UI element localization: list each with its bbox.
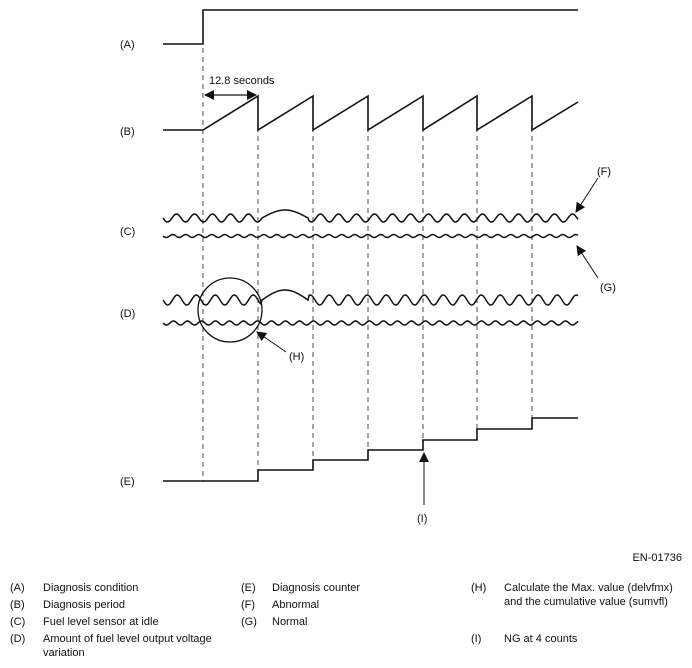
timing-gridlines: [202, 48, 533, 481]
timing-diagram: (A) (B) (C) (D) (E) 12.8 seconds (F) (G)…: [120, 9, 616, 525]
diagnosis-condition-waveform: [163, 9, 578, 45]
legend-item-i: (I) NG at 4 counts: [471, 632, 686, 646]
abnormal-waveform-d: [162, 289, 579, 306]
callout-g: (G): [600, 282, 616, 294]
legend-text: Diagnosis counter: [272, 582, 361, 594]
callout-i: (I): [417, 513, 427, 525]
signal-label-c: (C): [120, 226, 135, 238]
signal-label-e: (E): [120, 476, 135, 488]
legend-code: (D): [10, 633, 26, 645]
legend-item-g: (G) Normal: [241, 615, 421, 629]
legend-item-c: (C) Fuel level sensor at idle: [10, 615, 210, 629]
legend-text: Normal: [272, 616, 308, 628]
legend-code: (C): [10, 616, 26, 628]
abnormal-waveform-c: [162, 209, 579, 223]
legend-text: Diagnosis period: [43, 599, 125, 611]
signal-label-a: (A): [120, 39, 135, 51]
normal-callout-arrow: [576, 245, 599, 279]
period-annotation: 12.8 seconds: [209, 75, 275, 87]
diagnosis-counter-waveform: [163, 417, 578, 482]
normal-waveform-d: [162, 320, 579, 326]
legend-code: (E): [241, 582, 256, 594]
figure-id: EN-01736: [632, 552, 682, 564]
legend-text: Calculate the Max. value (delvfmx) and t…: [504, 582, 673, 608]
legend-code: (I): [471, 633, 482, 645]
legend-code: (F): [241, 599, 256, 611]
callout-f: (F): [597, 166, 611, 178]
signal-label-d: (D): [120, 308, 135, 320]
legend-item-f: (F) Abnormal: [241, 598, 421, 612]
legend-code: (A): [10, 582, 25, 594]
legend-text: Abnormal: [272, 599, 320, 611]
legend-item-h: (H) Calculate the Max. value (delvfmx) a…: [471, 581, 686, 627]
abnormal-callout-arrow: [575, 177, 599, 213]
legend-item-e: (E) Diagnosis counter: [241, 581, 421, 595]
legend-text: Diagnosis condition: [43, 582, 139, 594]
normal-waveform-c: [162, 233, 579, 239]
legend-code: (H): [471, 582, 487, 594]
signal-label-b: (B): [120, 126, 135, 138]
diagnosis-period-waveform: [163, 94, 579, 132]
legend-item-d: (D) Amount of fuel level output voltage …: [10, 632, 220, 662]
legend-text: Fuel level sensor at idle: [43, 616, 159, 628]
legend-item-b: (B) Diagnosis period: [10, 598, 190, 612]
legend-code: (B): [10, 599, 25, 611]
legend-text: Amount of fuel level output voltage vari…: [43, 633, 212, 659]
callout-h: (H): [289, 351, 304, 363]
legend-code: (G): [241, 616, 257, 628]
calculation-circle: [197, 277, 263, 343]
legend-item-a: (A) Diagnosis condition: [10, 581, 190, 595]
calculation-callout-arrow: [256, 331, 287, 353]
legend-text: NG at 4 counts: [504, 633, 578, 645]
